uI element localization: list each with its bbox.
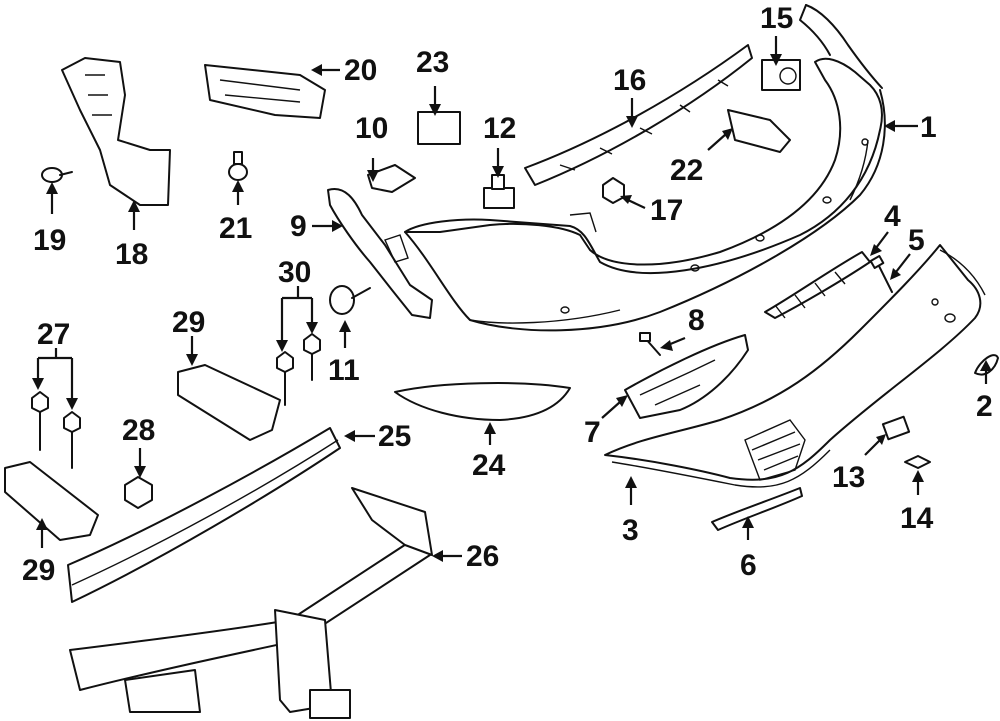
part-23-module <box>417 111 461 145</box>
callout-11: 11 <box>328 354 360 387</box>
callout-10: 10 <box>355 112 388 145</box>
part-12-sensor-mount <box>483 174 515 209</box>
part-1-bumper-cover <box>404 4 886 332</box>
callout-18: 18 <box>115 238 148 271</box>
part-29-upper-bracket <box>177 364 281 441</box>
part-19-fastener <box>41 167 73 183</box>
callout-5: 5 <box>908 224 925 257</box>
part-21-clip <box>228 151 248 181</box>
callout-29-lower: 29 <box>22 554 55 587</box>
part-17-nut <box>602 177 625 204</box>
callout-15: 15 <box>760 2 793 35</box>
part-26-trailer-hitch <box>69 487 433 719</box>
part-29-lower-bracket <box>4 461 99 541</box>
callout-13: 13 <box>832 461 865 494</box>
callout-22: 22 <box>670 154 703 187</box>
part-16-upper-reinforcement <box>524 44 753 186</box>
callouts: 1 2 3 4 5 6 7 8 9 10 11 12 13 14 15 16 1… <box>22 2 993 587</box>
part-7-lamp-housing <box>624 334 749 419</box>
callout-21: 21 <box>219 212 252 245</box>
callout-23: 23 <box>416 46 449 79</box>
part-5-screw <box>869 255 893 293</box>
part-3-lower-valance <box>604 244 986 488</box>
part-27-bolts <box>31 391 81 469</box>
leader-lines <box>32 36 992 562</box>
callout-29-upper: 29 <box>172 306 205 339</box>
part-10-clip <box>367 164 416 193</box>
callout-8: 8 <box>688 304 705 337</box>
callout-26: 26 <box>466 540 499 573</box>
part-25-bumper-beam <box>67 427 341 603</box>
callout-7: 7 <box>584 416 601 449</box>
part-24-reflector <box>394 382 571 421</box>
callout-4: 4 <box>884 200 901 233</box>
callout-20: 20 <box>344 54 377 87</box>
part-6-strip <box>711 487 803 531</box>
part-14-clip <box>904 455 931 469</box>
callout-27: 27 <box>37 318 70 351</box>
part-20-bracket <box>204 64 326 119</box>
part-4-bracket <box>764 251 871 319</box>
callout-1: 1 <box>920 111 937 144</box>
part-18-side-bracket <box>61 57 171 206</box>
callout-25: 25 <box>378 420 411 453</box>
part-9-side-bracket <box>327 188 433 319</box>
part-28-nut <box>124 476 153 509</box>
part-13-clip <box>881 415 911 441</box>
part-15-parking-sensor <box>761 59 801 91</box>
callout-30: 30 <box>278 256 311 289</box>
callout-24: 24 <box>472 449 506 482</box>
callout-16: 16 <box>613 64 646 97</box>
part-22-bracket <box>727 109 791 153</box>
callout-3: 3 <box>622 514 639 547</box>
callout-14: 14 <box>900 502 934 535</box>
callout-12: 12 <box>483 112 516 145</box>
callout-9: 9 <box>290 210 307 243</box>
callout-17: 17 <box>650 194 683 227</box>
part-8-bolt <box>639 332 661 356</box>
part-11-push-pin <box>329 285 371 315</box>
callout-28: 28 <box>122 414 155 447</box>
callout-2: 2 <box>976 390 993 423</box>
callout-19: 19 <box>33 224 66 257</box>
callout-6: 6 <box>740 549 757 582</box>
